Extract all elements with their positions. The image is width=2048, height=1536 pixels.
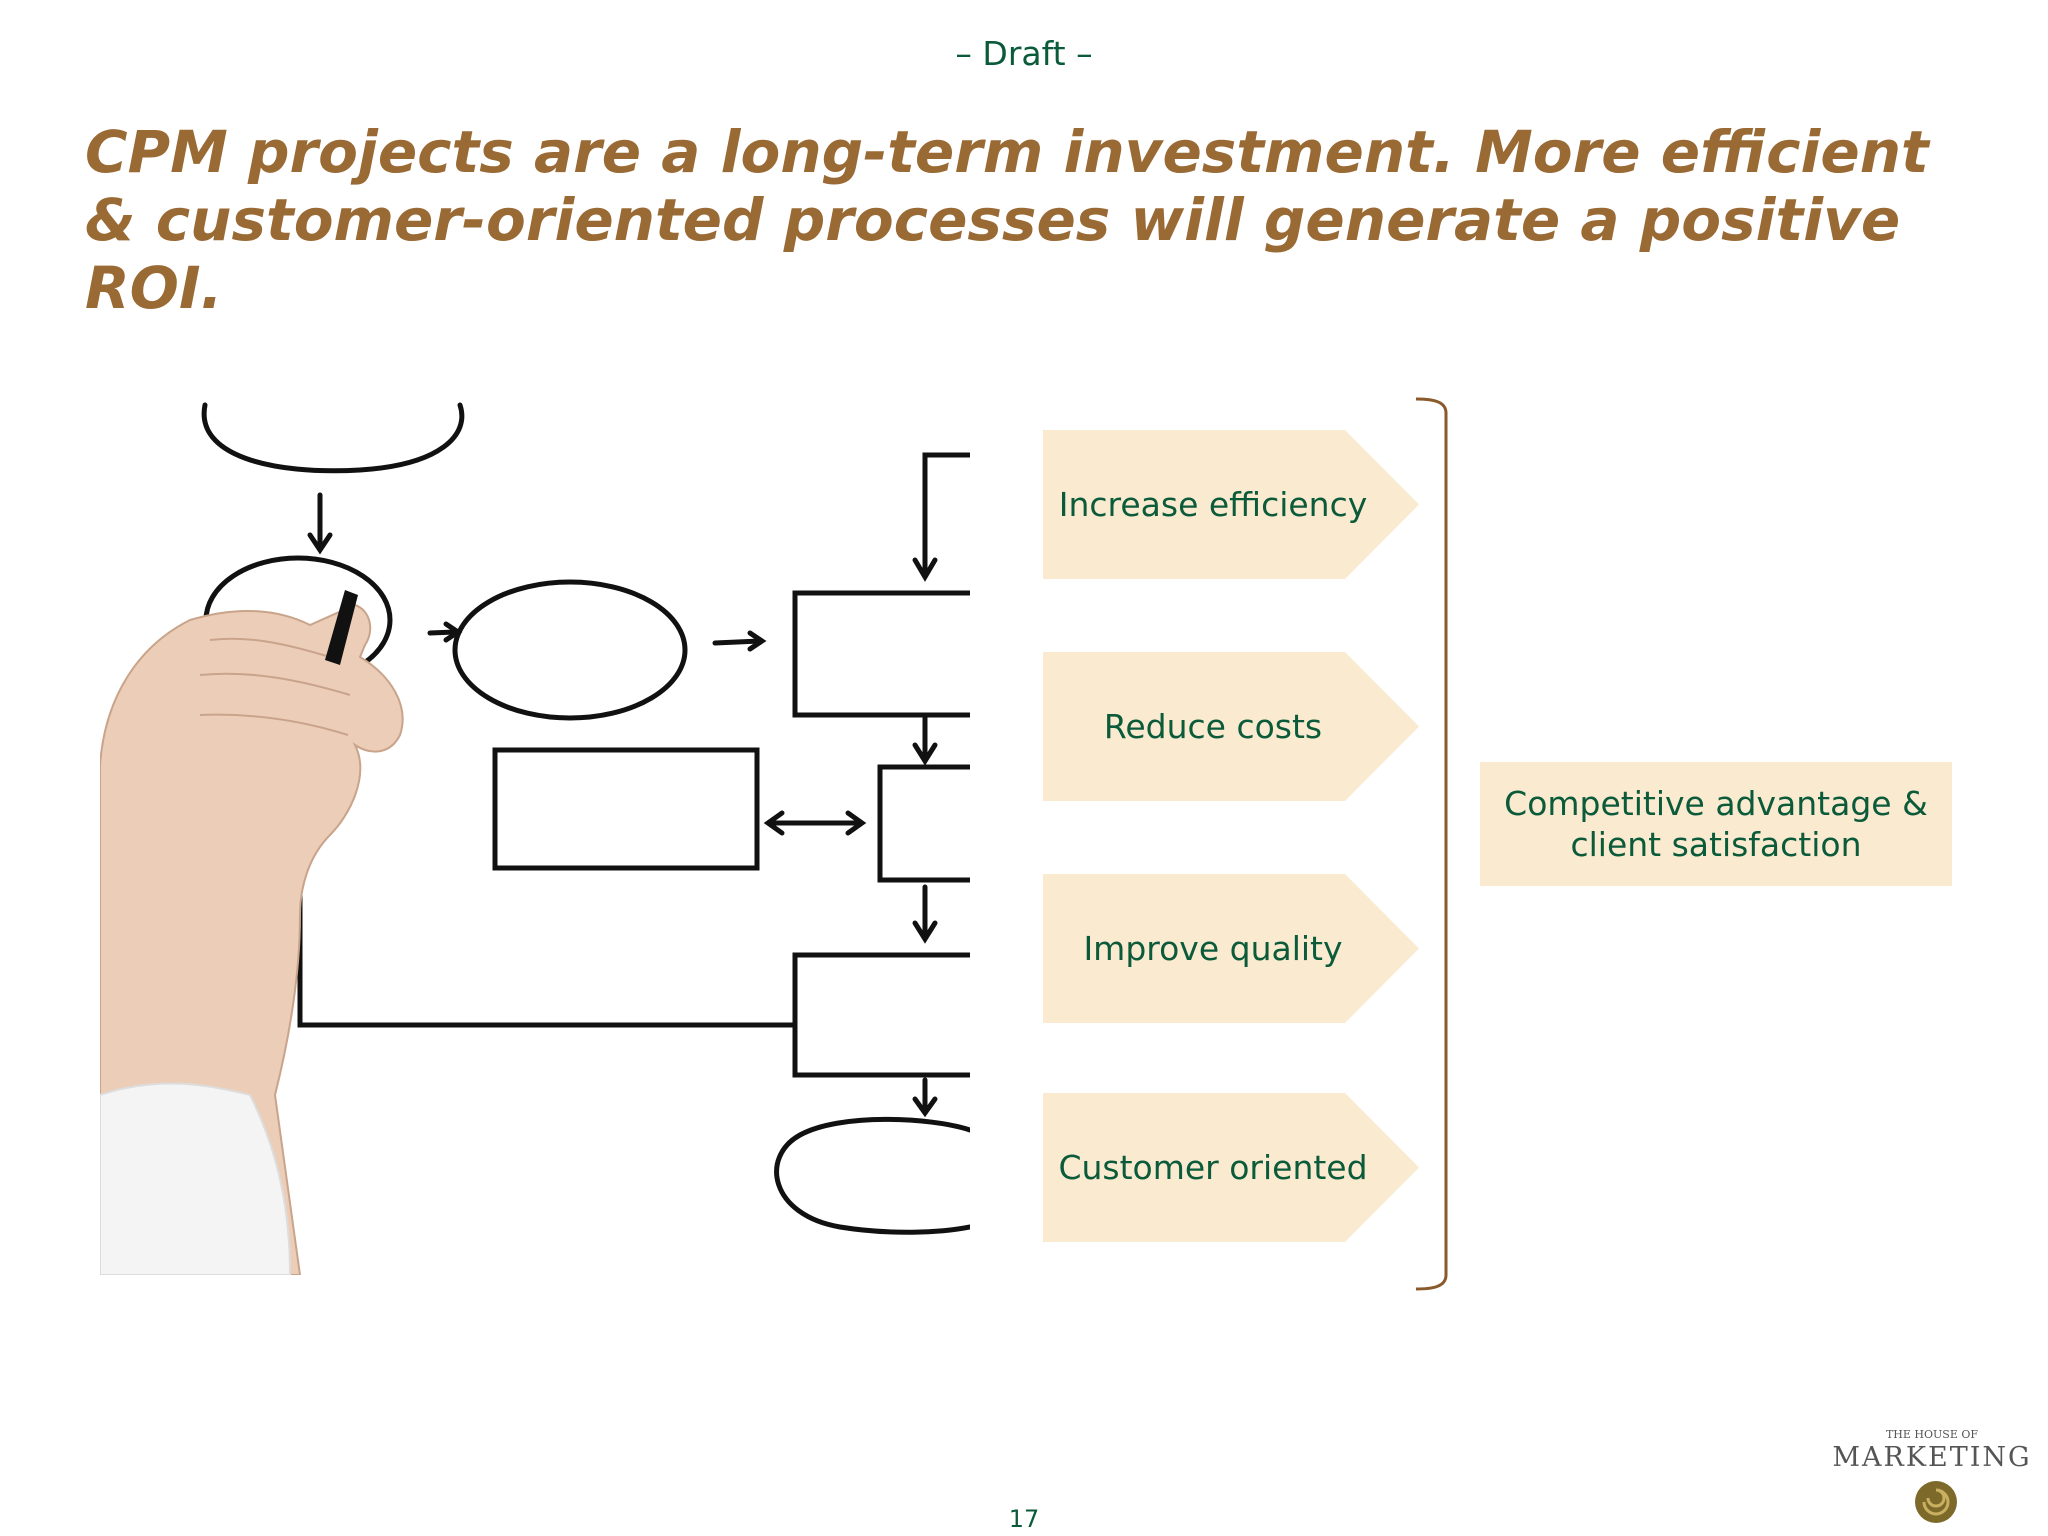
driver-label: Reduce costs — [1103, 707, 1323, 746]
driver-label: Increase efficiency — [1058, 485, 1368, 524]
driver-increase-efficiency: Increase efficiency — [1043, 430, 1419, 579]
draft-label: – Draft – — [955, 34, 1093, 73]
driver-customer-oriented: Customer oriented — [1043, 1093, 1419, 1242]
flowchart-illustration — [100, 395, 973, 1275]
result-box: Competitive advantage & client satisfact… — [1480, 762, 1952, 886]
logo-text-line2: MARKETING — [1832, 1442, 2032, 1473]
driver-label: Customer oriented — [1058, 1148, 1368, 1187]
snail-shell-icon — [1915, 1481, 1957, 1523]
logo-text-line1: THE HOUSE OF — [1885, 1428, 1979, 1441]
slide-title: CPM projects are a long-term investment.… — [85, 118, 1929, 322]
driver-improve-quality: Improve quality — [1043, 874, 1419, 1023]
company-logo: THE HOUSE OF MARKETING — [1832, 1428, 2032, 1528]
chevron-shape — [1043, 430, 1419, 579]
chevron-shape — [1043, 652, 1419, 801]
chevron-shape — [1043, 874, 1419, 1023]
grouping-bracket — [1415, 397, 1448, 1291]
driver-reduce-costs: Reduce costs — [1043, 652, 1419, 801]
chevron-shape — [1043, 1093, 1419, 1242]
page-number: 17 — [1008, 1505, 1040, 1533]
driver-label: Improve quality — [1083, 929, 1343, 968]
